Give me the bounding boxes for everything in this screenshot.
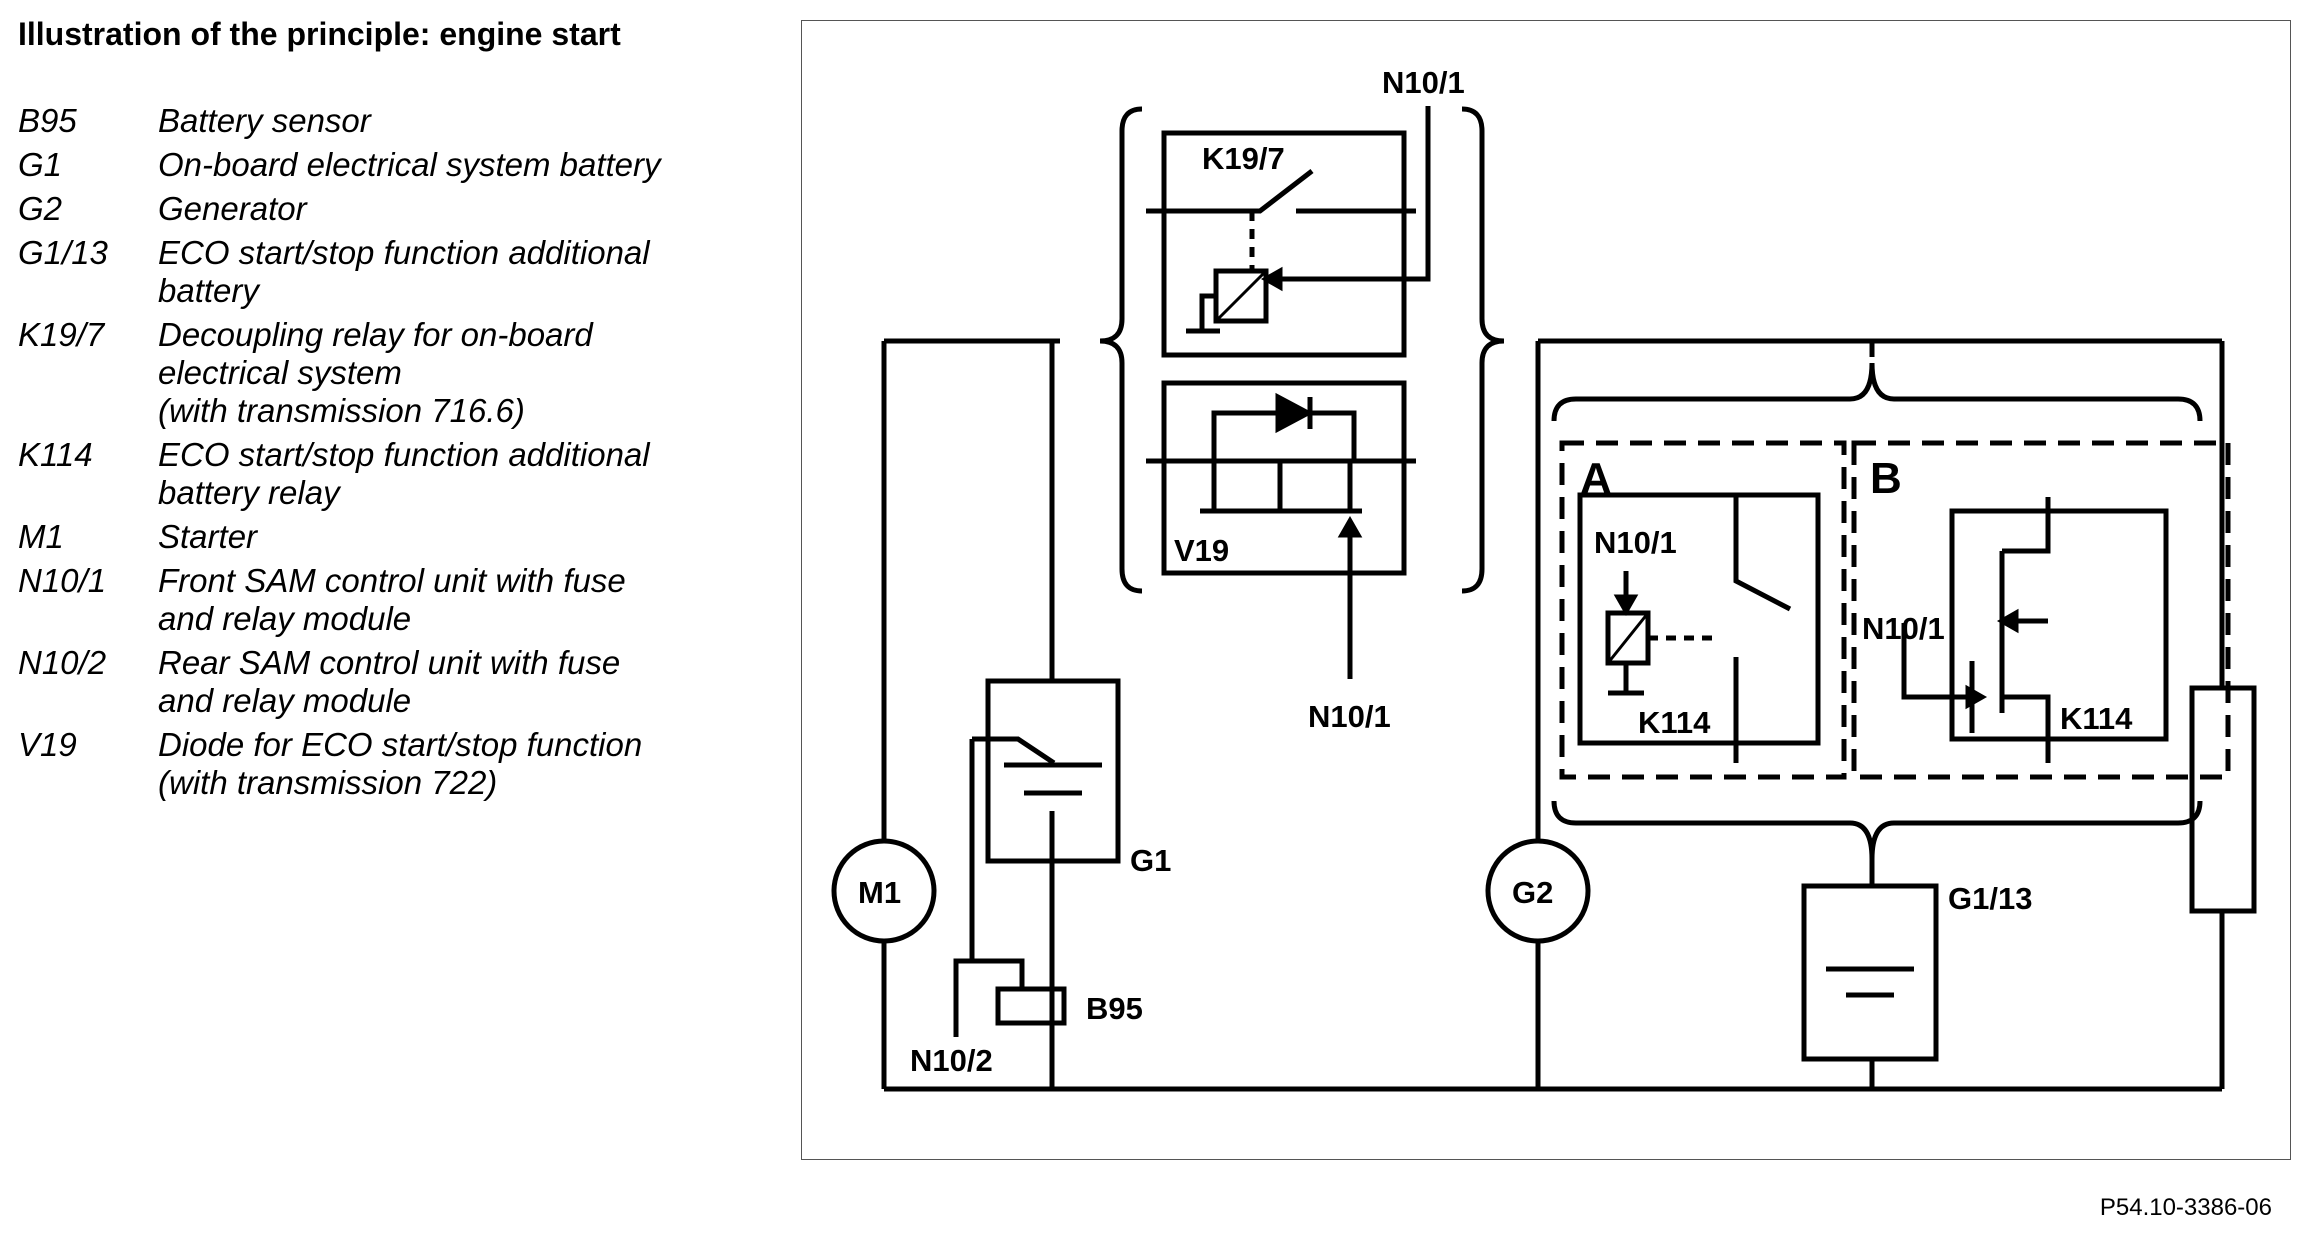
legend-description: On-board electrical system battery [158, 146, 718, 184]
legend-description-line: Decoupling relay for on-board [158, 316, 593, 353]
legend-code: N10/1 [18, 562, 107, 599]
k114-b-box [1949, 508, 2169, 742]
g1-sense-wire [969, 736, 1056, 989]
label-n10-1-mid: N10/1 [1308, 699, 1391, 734]
k114-a-box [1577, 492, 1821, 746]
v19-arrow [1337, 515, 1363, 538]
label-b95: B95 [1086, 991, 1143, 1026]
legend-description-line: and relay module [158, 600, 412, 637]
k19-7-ground [1186, 293, 1220, 334]
legend-description-line: (with transmission 722) [158, 764, 498, 801]
label-n10-1-b: N10/1 [1862, 611, 1945, 646]
legend-description-line: Front SAM control unit with fuse [158, 562, 626, 599]
g1-13-box [1801, 883, 1939, 1062]
k114-b-arrow [1996, 608, 2019, 634]
label-g1-13: G1/13 [1948, 881, 2032, 916]
figure-frame: N10/1 K19/7 V19 N10/1 G1 B95 N10/2 M1 G2… [801, 20, 2291, 1160]
label-m1: M1 [858, 875, 901, 910]
k114-a-ground [1608, 663, 1644, 696]
k114-b-mosfet [1999, 497, 2051, 763]
right-brace [1461, 106, 1505, 594]
k19-7-arrow [1260, 266, 1283, 292]
label-k114-a: K114 [1638, 705, 1711, 740]
legend-code: G1 [18, 146, 63, 183]
n10-1-top-wire [1266, 106, 1431, 282]
k114-a-contact [1733, 495, 1792, 763]
legend-description-line: electrical system [158, 354, 402, 391]
k114-a-arrow [1613, 594, 1639, 617]
legend-description-line: On-board electrical system battery [158, 146, 661, 183]
legend-description: Generator [158, 190, 718, 228]
g1-13-plates [1826, 966, 1914, 998]
g1-box [985, 678, 1121, 864]
label-n10-1-top: N10/1 [1382, 65, 1465, 100]
k19-7-box [1161, 130, 1407, 358]
legend-description-line: Generator [158, 190, 307, 227]
legend-code: G2 [18, 190, 63, 227]
label-n10-2: N10/2 [910, 1043, 993, 1078]
legend-description-line: Battery sensor [158, 102, 371, 139]
label-g1: G1 [1130, 843, 1171, 878]
label-block-a: A [1580, 454, 1612, 503]
circuit-diagram: N10/1 K19/7 V19 N10/1 G1 B95 N10/2 M1 G2… [831, 65, 2257, 1092]
label-block-b: B [1870, 454, 1902, 503]
legend-code: B95 [18, 102, 77, 139]
legend-code: V19 [18, 726, 77, 763]
k114-b-gate-arrow [1965, 684, 1988, 710]
legend-description-line: Rear SAM control unit with fuse [158, 644, 621, 681]
legend-code: G1/13 [18, 234, 108, 271]
legend-description-line: (with transmission 716.6) [158, 392, 525, 429]
load-resistor [2189, 685, 2257, 914]
v19-box [1161, 380, 1407, 576]
b95-box [995, 986, 1067, 1026]
legend-code: K114 [18, 436, 93, 473]
left-brace [1099, 106, 1143, 594]
k114-a-coil-diag [1606, 612, 1650, 664]
label-g2: G2 [1512, 875, 1553, 910]
ab-brace-top [1551, 362, 2203, 422]
ab-brace-bottom [1551, 800, 2203, 860]
legend-description: Diode for ECO start/stop function(with t… [158, 726, 718, 802]
legend-description-line: ECO start/stop function additional [158, 436, 650, 473]
label-v19: V19 [1174, 533, 1229, 568]
legend-description: Battery sensor [158, 102, 718, 140]
label-n10-1-a: N10/1 [1594, 525, 1677, 560]
g1-plates [1004, 762, 1102, 796]
legend-code: M1 [18, 518, 64, 555]
page-title: Illustration of the principle: engine st… [18, 16, 621, 52]
m1-circle [831, 838, 937, 944]
legend-description-line: Starter [158, 518, 258, 555]
block-b-frame [1851, 440, 2231, 780]
k19-7-contact [1146, 169, 1416, 214]
legend-description-line: battery relay [158, 474, 340, 511]
legend-description-line: and relay module [158, 682, 412, 719]
legend-description-line: battery [158, 272, 259, 309]
legend-description-line: Diode for ECO start/stop function [158, 726, 643, 763]
label-k114-b: K114 [2060, 701, 2133, 736]
block-a-frame [1559, 440, 1847, 780]
legend-description-line: ECO start/stop function additional [158, 234, 650, 271]
figure-reference: P54.10-3386-06 [2099, 1194, 2272, 1221]
legend-code: N10/2 [18, 644, 107, 681]
v19-switch [1200, 461, 1362, 514]
v19-diode [1275, 392, 1314, 434]
n10-2-wire [953, 958, 998, 1037]
g2-circle [1485, 838, 1591, 944]
k19-7-coil-diag [1214, 269, 1268, 323]
legend-description: Starter [158, 518, 718, 556]
legend-code: K19/7 [18, 316, 105, 353]
label-k19-7: K19/7 [1202, 141, 1285, 176]
